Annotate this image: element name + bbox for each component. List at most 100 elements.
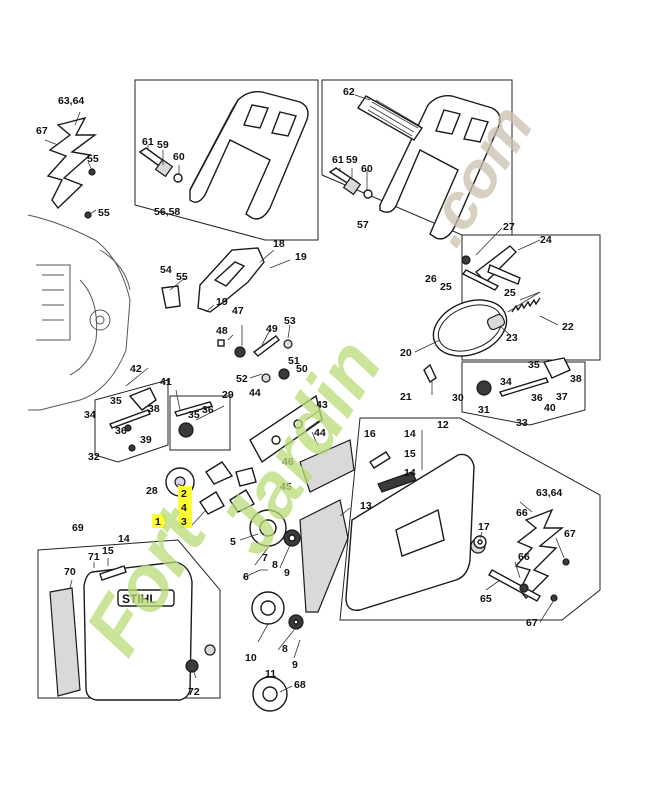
label-30: 30 <box>452 392 464 404</box>
label-22: 22 <box>562 321 574 333</box>
leader-lines <box>44 94 565 693</box>
label-33: 33 <box>516 417 528 429</box>
label-57: 57 <box>357 219 369 231</box>
label-8-b: 8 <box>282 643 288 655</box>
label-19-a: 19 <box>295 251 307 263</box>
label-67-b: 67 <box>564 528 576 540</box>
label-16: 16 <box>364 428 376 440</box>
clutch-shoes <box>199 461 257 515</box>
small-parts-cover <box>99 451 487 581</box>
label-38-a: 38 <box>148 403 160 415</box>
hand-guard-left <box>189 90 309 220</box>
bumper-spike-top <box>46 116 98 219</box>
label-53: 53 <box>284 315 296 327</box>
label-51: 51 <box>288 355 300 367</box>
highlight-boxes <box>152 486 192 528</box>
sprocket-bottom <box>252 676 288 712</box>
label-70: 70 <box>64 566 76 578</box>
label-68: 68 <box>294 679 306 691</box>
label-2: 2 <box>181 488 187 500</box>
label-15-a: 15 <box>404 448 416 460</box>
label-25-a: 25 <box>440 281 452 293</box>
label-63-64-top: 63,64 <box>58 95 84 107</box>
label-13: 13 <box>360 500 372 512</box>
label-17: 17 <box>478 521 490 533</box>
label-52: 52 <box>236 373 248 385</box>
label-9-b: 9 <box>292 659 298 671</box>
label-10: 10 <box>245 652 257 664</box>
label-37: 37 <box>556 391 568 403</box>
label-42: 42 <box>130 363 142 375</box>
label-39: 39 <box>140 434 152 446</box>
label-4: 4 <box>181 502 187 514</box>
label-46: 46 <box>282 456 294 468</box>
label-7: 7 <box>262 552 268 564</box>
label-14-b: 14 <box>404 467 416 479</box>
label-36-c: 36 <box>531 392 543 404</box>
bar-plate <box>249 394 355 493</box>
label-31: 31 <box>478 404 490 416</box>
label-1: 1 <box>155 516 161 528</box>
label-56-58: 56,58 <box>154 206 180 218</box>
label-71: 71 <box>88 551 100 563</box>
part-labels: 63,64 67 55 55 61 59 60 56,58 62 61 59 6… <box>36 86 582 698</box>
label-48: 48 <box>216 325 228 337</box>
sprocket-lower <box>251 591 304 630</box>
brake-lever <box>461 245 521 291</box>
label-55-c: 55 <box>176 271 188 283</box>
label-5: 5 <box>230 536 236 548</box>
label-66-a: 66 <box>516 507 528 519</box>
handle-frame-left <box>134 79 319 241</box>
label-41: 41 <box>160 376 172 388</box>
label-19-b: 19 <box>216 296 228 308</box>
label-38-b: 38 <box>570 373 582 385</box>
left-bolt-group <box>94 379 169 463</box>
sprocket-cover <box>299 453 475 613</box>
label-44-b: 44 <box>314 427 326 439</box>
label-55-b: 55 <box>98 207 110 219</box>
cover-frame-12 <box>339 417 601 621</box>
label-55-a: 55 <box>87 153 99 165</box>
label-60-right: 60 <box>361 163 373 175</box>
handle-bracket <box>161 247 265 313</box>
label-69: 69 <box>72 522 84 534</box>
label-36-a: 36 <box>115 425 127 437</box>
screw-group-left <box>138 147 183 183</box>
label-65: 65 <box>480 593 492 605</box>
label-3: 3 <box>181 516 187 528</box>
label-35-c: 35 <box>528 359 540 371</box>
label-9-a: 9 <box>284 567 290 579</box>
label-47: 47 <box>232 305 244 317</box>
label-34-a: 34 <box>84 409 96 421</box>
label-61-left: 61 <box>142 136 154 148</box>
label-14-a: 14 <box>404 428 416 440</box>
label-35-a: 35 <box>110 395 122 407</box>
label-67-top: 67 <box>36 125 48 137</box>
sprocket-main <box>249 509 301 547</box>
label-44-a: 44 <box>249 387 261 399</box>
label-29: 29 <box>222 389 234 401</box>
label-18: 18 <box>273 238 285 250</box>
hand-guard-right <box>379 95 501 240</box>
adjuster-group <box>169 395 231 451</box>
small-parts-middle <box>217 335 293 383</box>
label-60-left: 60 <box>173 151 185 163</box>
brake-band <box>423 299 508 384</box>
label-40: 40 <box>544 402 556 414</box>
label-24: 24 <box>540 234 552 246</box>
label-36-b: 36 <box>202 404 214 416</box>
label-59-left: 59 <box>157 139 169 151</box>
label-63-64-right: 63,64 <box>536 487 562 499</box>
label-35-b: 35 <box>188 409 200 421</box>
label-11: 11 <box>265 668 276 680</box>
label-14-c: 14 <box>118 533 130 545</box>
label-12: 12 <box>437 419 449 431</box>
label-6: 6 <box>243 571 249 583</box>
label-15-b: 15 <box>102 545 114 557</box>
label-43: 43 <box>316 399 328 411</box>
label-26: 26 <box>425 273 437 285</box>
label-54: 54 <box>160 264 172 276</box>
label-61-right: 61 <box>332 154 344 166</box>
label-67-c: 67 <box>526 617 538 629</box>
